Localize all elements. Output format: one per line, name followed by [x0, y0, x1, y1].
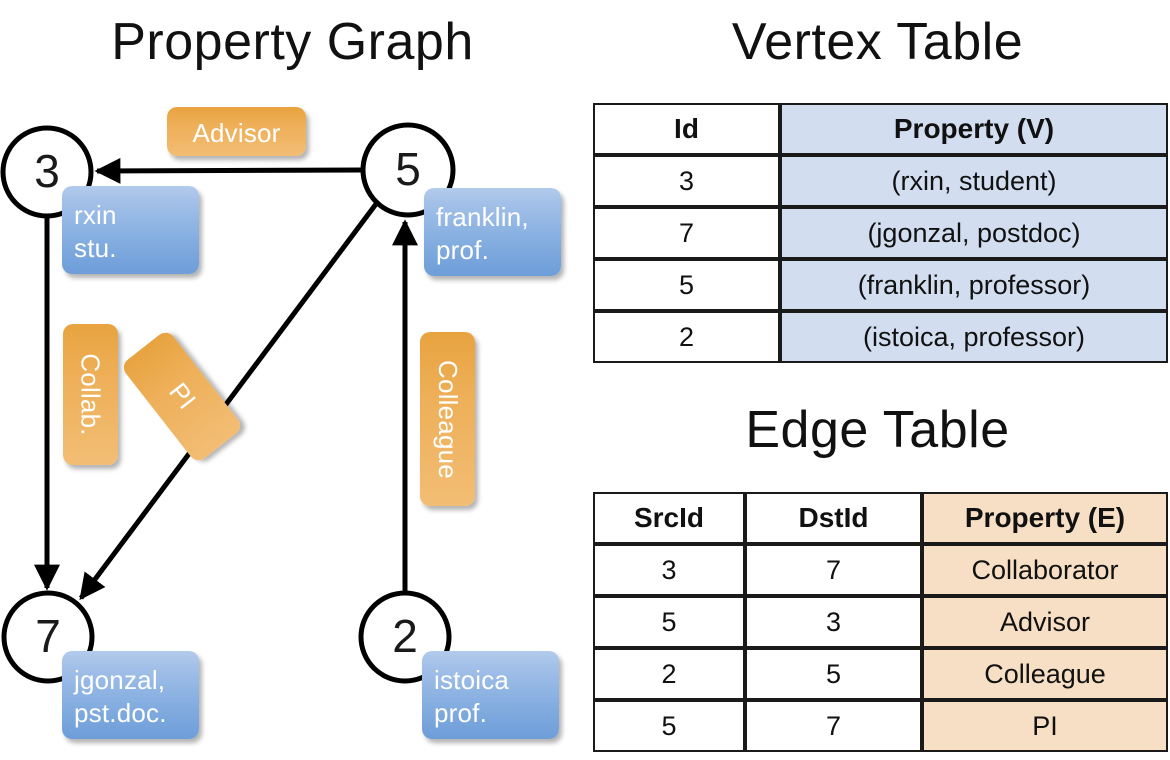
graph-node-property-line2-5: prof.: [436, 235, 490, 265]
graph-edge-label-text-advisor: Advisor: [192, 117, 281, 148]
graph-node-property-box-7[interactable]: jgonzal, pst.doc.: [62, 651, 199, 739]
graph-node-property-line1-5: franklin,: [436, 201, 529, 232]
graph-node-property-box-5[interactable]: franklin, prof.: [424, 188, 561, 276]
graph-node-property-line2-3: stu.: [74, 233, 117, 263]
graph-edge-label-text-collab: Collab.: [63, 324, 118, 465]
page-title-property-graph: Property Graph: [111, 13, 474, 71]
vertex-table: Id Property (V) 3 (rxin, student) 7 (jgo…: [593, 103, 1168, 363]
page-title-edge-table: Edge Table: [745, 401, 1010, 459]
edge-table: SrcId DstId Property (E) 3 7 Collaborato…: [593, 492, 1168, 752]
edge-table-header-row: SrcId DstId Property (E): [593, 492, 1168, 544]
table-row[interactable]: 5 (franklin, professor): [593, 259, 1168, 311]
vertex-table-header-id: Id: [593, 103, 780, 155]
edge-table-header-property: Property (E): [922, 492, 1168, 544]
table-row[interactable]: 5 3 Advisor: [593, 596, 1168, 648]
graph-node-property-line1-3: rxin: [74, 199, 117, 230]
edge-table-cell-property: Advisor: [922, 596, 1168, 648]
vertex-table-cell-property: (rxin, student): [780, 155, 1168, 207]
graph-edge-label-box-colleague[interactable]: Colleague: [420, 332, 475, 506]
graph-node-property-text-7: jgonzal, pst.doc.: [74, 659, 193, 735]
graph-node-property-line2-7: pst.doc.: [74, 698, 167, 728]
edge-table-cell-property: Colleague: [922, 648, 1168, 700]
graph-edge-label-text-colleague: Colleague: [420, 332, 475, 506]
graph-node-property-box-2[interactable]: istoica prof.: [422, 651, 559, 739]
table-row[interactable]: 3 (rxin, student): [593, 155, 1168, 207]
graph-node-label-3: 3: [34, 145, 60, 197]
edge-table-cell-dstid: 7: [745, 544, 922, 596]
graph-node-property-line1-2: istoica: [434, 664, 510, 695]
graph-node-property-line1-7: jgonzal,: [74, 664, 166, 695]
vertex-table-cell-id: 7: [593, 207, 780, 259]
table-row[interactable]: 7 (jgonzal, postdoc): [593, 207, 1168, 259]
vertex-table-header-property: Property (V): [780, 103, 1168, 155]
page-title-vertex-table: Vertex Table: [731, 13, 1024, 71]
table-row[interactable]: 2 (istoica, professor): [593, 311, 1168, 363]
edge-table-cell-property: Collaborator: [922, 544, 1168, 596]
edge-table-header-dstid: DstId: [745, 492, 922, 544]
graph-node-label-7: 7: [35, 610, 61, 662]
vertex-table-header-row: Id Property (V): [593, 103, 1168, 155]
edge-table-cell-dstid: 3: [745, 596, 922, 648]
vertex-table-cell-property: (franklin, professor): [780, 259, 1168, 311]
graph-edge-5-to-3: [94, 157, 364, 184]
graph-node-property-box-3[interactable]: rxin stu.: [62, 186, 199, 274]
graph-node-label-5: 5: [395, 143, 421, 195]
vertex-table-cell-id: 5: [593, 259, 780, 311]
table-row[interactable]: 5 7 PI: [593, 700, 1168, 752]
vertex-table-cell-property: (istoica, professor): [780, 311, 1168, 363]
graph-edge-label-box-collab[interactable]: Collab.: [63, 324, 118, 465]
edge-table-cell-srcid: 2: [593, 648, 745, 700]
graph-edge-label-colleague-inner: Colleague: [433, 359, 464, 479]
table-row[interactable]: 2 5 Colleague: [593, 648, 1168, 700]
table-row[interactable]: 3 7 Collaborator: [593, 544, 1168, 596]
graph-node-property-line2-2: prof.: [434, 698, 488, 728]
edge-table-cell-srcid: 5: [593, 700, 745, 752]
graph-node-property-text-5: franklin, prof.: [436, 196, 555, 272]
edge-table-cell-property: PI: [922, 700, 1168, 752]
vertex-table-cell-id: 3: [593, 155, 780, 207]
vertex-table-cell-id: 2: [593, 311, 780, 363]
graph-node-property-text-3: rxin stu.: [74, 194, 193, 270]
graph-edge-label-collab-inner: Collab.: [76, 353, 106, 436]
graph-edge-label-pi-inner: PI: [162, 377, 202, 416]
graph-edge-label-box-advisor[interactable]: Advisor: [167, 107, 306, 156]
graph-node-label-2: 2: [392, 610, 418, 662]
edge-table-cell-dstid: 7: [745, 700, 922, 752]
graph-edge-5-to-7: [78, 202, 379, 601]
edge-table-header-srcid: SrcId: [593, 492, 745, 544]
property-graph-diagram: 3 5 7 2 rxin stu. franklin, prof. jgonza…: [0, 107, 561, 739]
graph-node-property-text-2: istoica prof.: [434, 659, 553, 735]
edge-table-cell-srcid: 5: [593, 596, 745, 648]
vertex-table-cell-property: (jgonzal, postdoc): [780, 207, 1168, 259]
edge-table-cell-dstid: 5: [745, 648, 922, 700]
edge-table-cell-srcid: 3: [593, 544, 745, 596]
